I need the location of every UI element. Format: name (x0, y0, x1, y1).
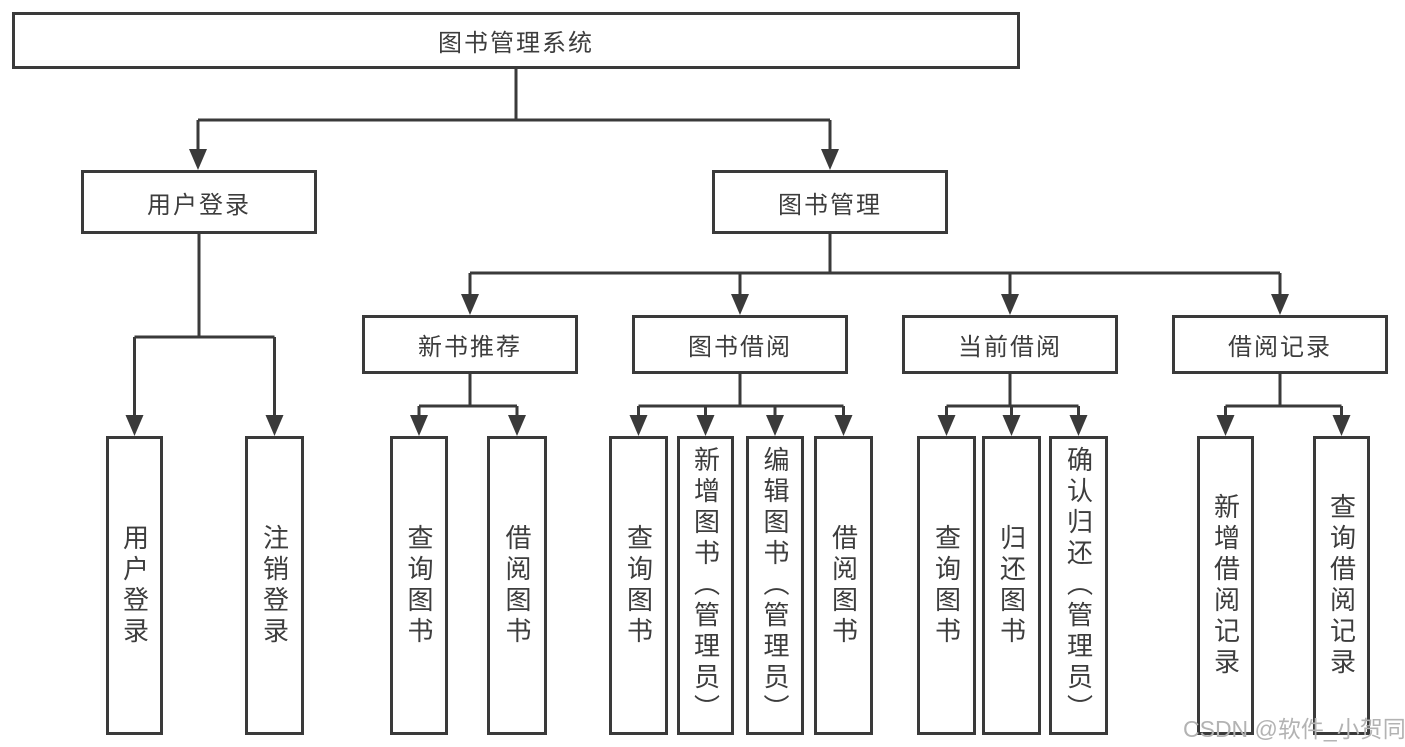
node-label: 归还图书 (996, 523, 1027, 648)
arrow-down-icon (1002, 415, 1021, 436)
arrow-down-icon (461, 294, 479, 315)
node-new-book-recommend: 新书推荐 (362, 315, 578, 374)
leaf-edit-books-admin: 编辑图书（管理员） (746, 436, 804, 735)
arrow-down-icon (125, 415, 144, 436)
node-label: 查询图书 (404, 523, 434, 648)
leaf-user-login: 用户登录 (106, 436, 163, 735)
leaf-return-books: 归还图书 (982, 436, 1041, 735)
connector-root (196, 68, 832, 152)
arrow-down-icon (731, 294, 749, 315)
connector-current-borrow (945, 374, 1080, 418)
node-label: 新书推荐 (418, 334, 522, 361)
leaf-query-borrow-record: 查询借阅记录 (1313, 436, 1370, 735)
node-label: 新增图书（管理员） (690, 446, 721, 725)
arrow-down-icon (265, 415, 284, 436)
node-label: 用户登录 (147, 191, 251, 219)
arrow-down-icon (937, 415, 956, 436)
node-label: 借阅图书 (502, 523, 532, 648)
node-label: 图书管理系统 (438, 30, 594, 57)
arrow-down-icon (189, 149, 207, 170)
node-label: 查询借阅记录 (1326, 492, 1357, 679)
leaf-query-books-1: 查询图书 (390, 436, 448, 735)
connector-borrow-records (1224, 374, 1343, 418)
node-label: 注销登录 (259, 523, 290, 648)
arrow-down-icon (1069, 415, 1088, 436)
arrow-down-icon (821, 149, 839, 170)
arrow-down-icon (410, 415, 428, 436)
node-label: 图书借阅 (688, 334, 792, 361)
node-borrow-records: 借阅记录 (1172, 315, 1388, 374)
node-label: 当前借阅 (958, 334, 1062, 361)
node-label: 确认归还（管理员） (1063, 446, 1094, 725)
leaf-borrow-books-1: 借阅图书 (487, 436, 547, 735)
node-book-borrow: 图书借阅 (632, 315, 848, 374)
node-label: 图书管理 (778, 191, 882, 219)
arrow-down-icon (696, 415, 715, 436)
leaf-query-books-3: 查询图书 (917, 436, 976, 735)
node-root: 图书管理系统 (12, 12, 1020, 69)
leaf-add-borrow-record: 新增借阅记录 (1197, 436, 1254, 735)
leaf-borrow-books-2: 借阅图书 (814, 436, 873, 735)
node-label: 查询图书 (931, 523, 962, 648)
leaf-logout: 注销登录 (245, 436, 304, 735)
node-label: 查询图书 (623, 523, 654, 648)
node-label: 借阅记录 (1228, 334, 1332, 361)
arrow-heads (125, 149, 1351, 436)
arrow-down-icon (1271, 294, 1289, 315)
node-current-borrow: 当前借阅 (902, 315, 1118, 374)
connector-user-login (133, 234, 276, 418)
arrow-down-icon (629, 415, 648, 436)
arrow-down-icon (1216, 415, 1235, 436)
leaf-add-books-admin: 新增图书（管理员） (677, 436, 734, 735)
node-label: 借阅图书 (828, 523, 859, 648)
arrow-down-icon (834, 415, 853, 436)
connector-book-mgmt (468, 234, 1282, 297)
arrow-down-icon (508, 415, 526, 436)
node-label: 编辑图书（管理员） (760, 446, 790, 725)
leaf-query-books-2: 查询图书 (609, 436, 668, 735)
connector-book-borrow (637, 374, 845, 418)
arrow-down-icon (1001, 294, 1019, 315)
node-user-login: 用户登录 (81, 170, 317, 234)
node-label: 用户登录 (119, 523, 150, 648)
arrow-down-icon (766, 415, 784, 436)
node-book-mgmt: 图书管理 (712, 170, 948, 234)
connector-new-book (417, 374, 519, 418)
leaf-confirm-return-admin: 确认归还（管理员） (1049, 436, 1108, 735)
watermark: CSDN @软件_小贺同学 (1183, 716, 1405, 742)
arrow-down-icon (1332, 415, 1351, 436)
node-label: 新增借阅记录 (1210, 492, 1241, 679)
